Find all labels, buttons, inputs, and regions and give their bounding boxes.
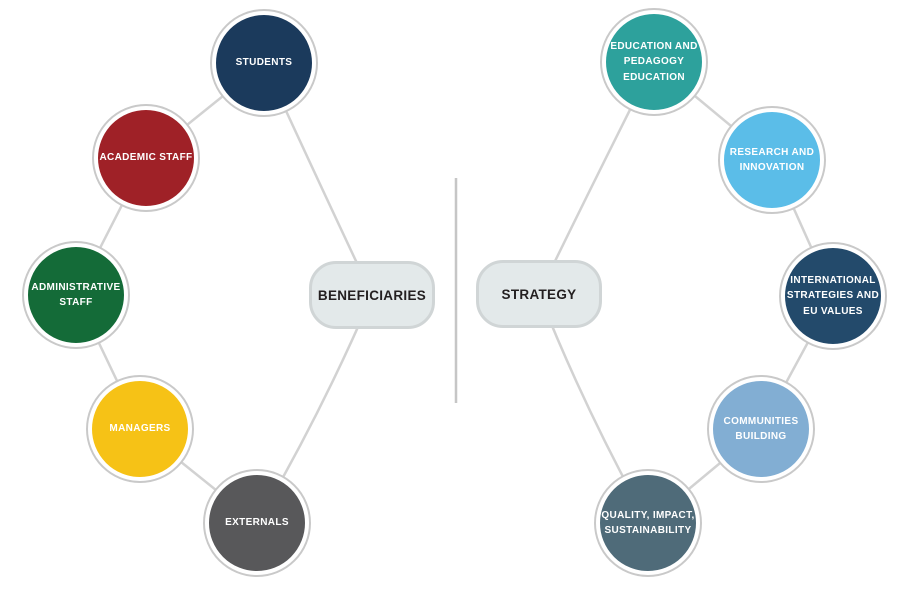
node-administrative-staff-label: ADMINISTRATIVE STAFF xyxy=(31,281,121,309)
node-externals: EXTERNALS xyxy=(205,471,309,575)
node-managers-label: MANAGERS xyxy=(109,423,171,435)
node-students-label: STUDENTS xyxy=(235,57,293,69)
node-strategy: STRATEGY xyxy=(476,260,602,328)
node-students: STUDENTS xyxy=(212,11,316,115)
node-international-strategies-eu-values-label: INTERNATIONAL STRATEGIES AND EU VALUES xyxy=(786,274,880,317)
node-international-strategies-eu-values: INTERNATIONAL STRATEGIES AND EU VALUES xyxy=(781,244,885,348)
node-academic-staff-label: ACADEMIC STAFF xyxy=(99,152,193,164)
node-communities-building: COMMUNITIES BUILDING xyxy=(709,377,813,481)
node-beneficiaries: BENEFICIARIES xyxy=(309,261,435,329)
node-externals-label: EXTERNALS xyxy=(225,517,289,529)
node-research-and-innovation-label: RESEARCH AND INNOVATION xyxy=(729,146,815,174)
node-education-and-pedagogy-education-label: EDUCATION AND PEDAGOGY EDUCATION xyxy=(610,40,698,83)
node-quality-impact-sustainability: QUALITY, IMPACT, SUSTAINABILITY xyxy=(596,471,700,575)
node-quality-impact-sustainability-label: QUALITY, IMPACT, SUSTAINABILITY xyxy=(601,509,695,537)
node-beneficiaries-label: BENEFICIARIES xyxy=(317,287,427,303)
node-education-and-pedagogy-education: EDUCATION AND PEDAGOGY EDUCATION xyxy=(602,10,706,114)
node-managers: MANAGERS xyxy=(88,377,192,481)
node-administrative-staff: ADMINISTRATIVE STAFF xyxy=(24,243,128,347)
node-communities-building-label: COMMUNITIES BUILDING xyxy=(723,415,799,443)
node-strategy-label: STRATEGY xyxy=(501,286,577,302)
node-academic-staff: ACADEMIC STAFF xyxy=(94,106,198,210)
node-research-and-innovation: RESEARCH AND INNOVATION xyxy=(720,108,824,212)
